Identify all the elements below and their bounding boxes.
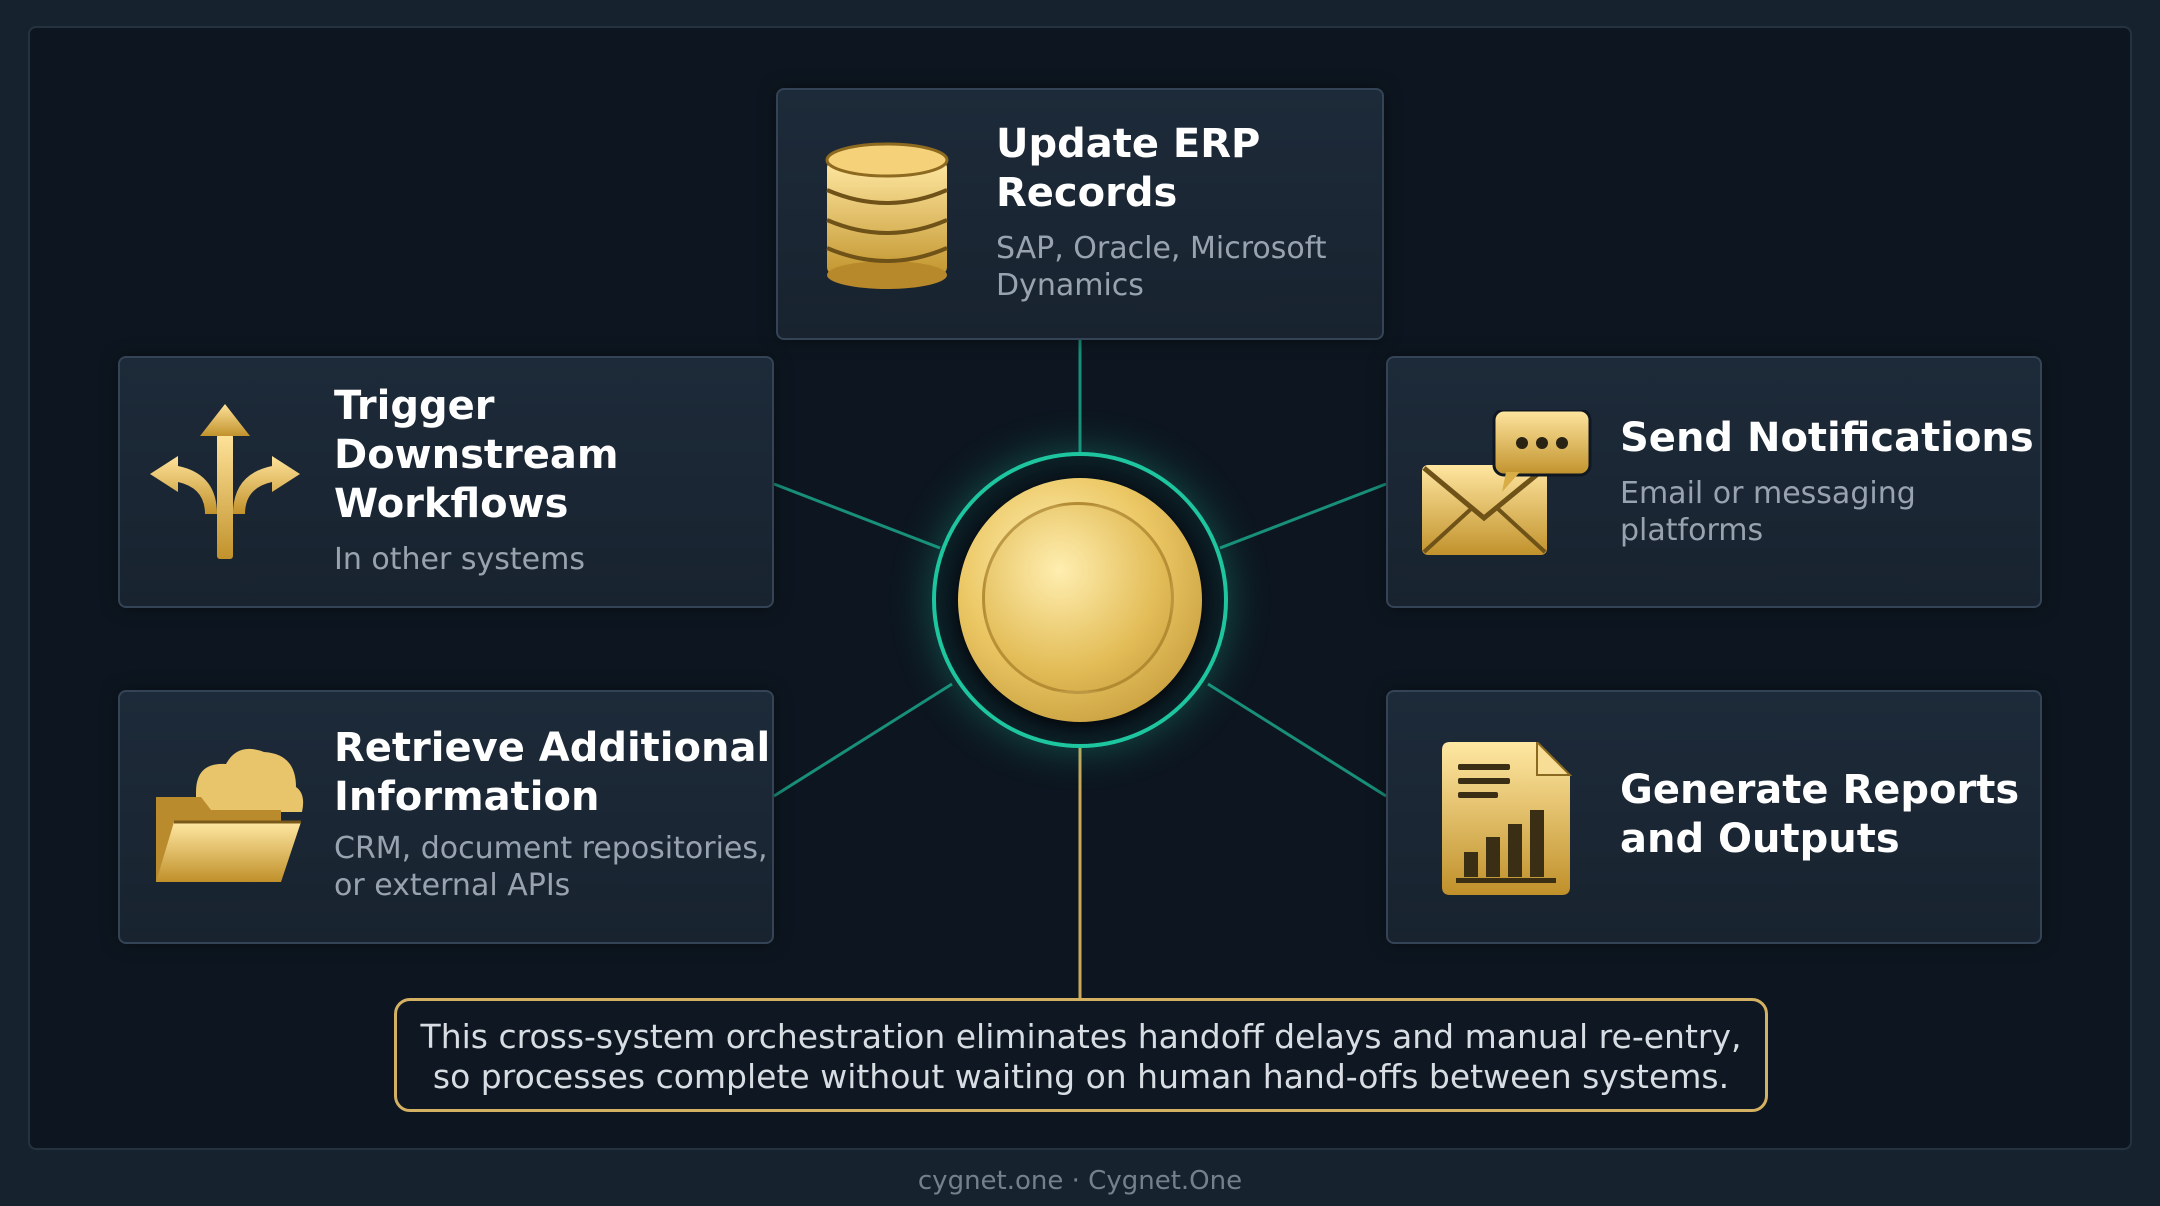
retrieve-title-line1: Retrieve Additional (334, 725, 771, 771)
cloud-folder-icon (156, 748, 304, 882)
notify-sub-line2: platforms (1620, 513, 1764, 548)
gold-coin-icon (958, 478, 1202, 722)
erp-title-line1: Update ERP (996, 121, 1261, 167)
connector-trigger (773, 482, 941, 550)
erp-sub-line1: SAP, Oracle, Microsoft (996, 231, 1327, 266)
card-generate-reports: Generate Reports and Outputs (1386, 690, 2042, 944)
trigger-title-line2: Downstream (334, 432, 619, 478)
footer-credit: cygnet.one · Cygnet.One (917, 1166, 1243, 1196)
trigger-title-line1: Trigger (334, 383, 495, 429)
envelope-chat-icon (1422, 410, 1592, 555)
connector-reports (1207, 682, 1387, 798)
reports-title-line1: Generate Reports (1620, 767, 2020, 813)
card-send-notifications: Send Notifications Email or messaging pl… (1386, 356, 2042, 608)
report-chart-icon (1442, 742, 1572, 895)
connector-notify (1219, 482, 1387, 550)
trigger-sub-line1: In other systems (334, 542, 585, 577)
summary-line1: This cross-system orchestration eliminat… (420, 1017, 1742, 1056)
branching-arrows-icon (150, 404, 300, 559)
database-icon (825, 142, 949, 289)
retrieve-sub-line1: CRM, document repositories, (334, 831, 768, 866)
card-retrieve-information: Retrieve Additional Information CRM, doc… (118, 690, 774, 944)
notify-title-line1: Send Notifications (1620, 415, 2034, 461)
central-hub (932, 452, 1228, 748)
summary-callout: This cross-system orchestration eliminat… (394, 998, 1768, 1112)
connector-retrieve (773, 682, 953, 798)
reports-title-line2: and Outputs (1620, 816, 1900, 862)
summary-line2: so processes complete without waiting on… (432, 1057, 1730, 1096)
retrieve-title-line2: Information (334, 774, 600, 820)
erp-sub-line2: Dynamics (996, 268, 1144, 303)
retrieve-sub-line2: or external APIs (334, 868, 571, 903)
trigger-title-line3: Workflows (334, 481, 569, 527)
card-update-erp: Update ERP Records SAP, Oracle, Microsof… (776, 88, 1384, 340)
card-trigger-workflows: Trigger Downstream Workflows In other sy… (118, 356, 774, 608)
notify-sub-line1: Email or messaging (1620, 476, 1916, 511)
erp-title-line2: Records (996, 170, 1178, 216)
